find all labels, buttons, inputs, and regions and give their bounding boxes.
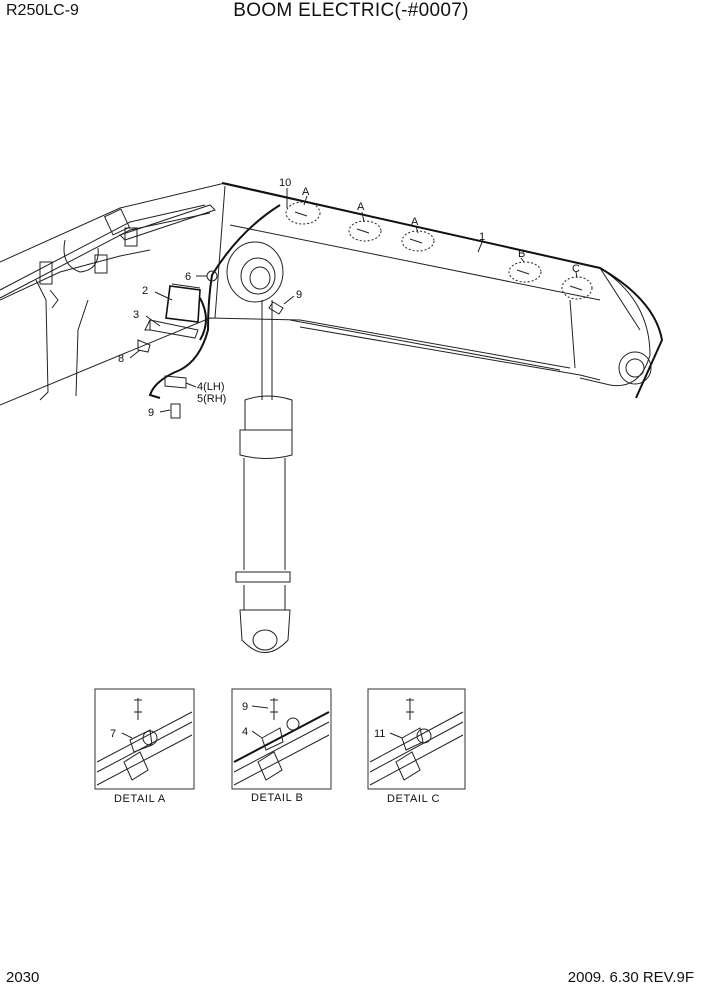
page-number: 2030 <box>6 969 40 986</box>
detail-b-caption: DETAIL B <box>251 792 303 804</box>
boom-structure <box>0 182 652 406</box>
callout-3: 3 <box>133 309 139 321</box>
leader-lines <box>129 188 578 413</box>
detail-a-part: 7 <box>110 728 116 740</box>
wire-harness <box>148 182 664 399</box>
work-lamp-assembly <box>137 270 284 419</box>
detail-a-caption: DETAIL A <box>114 793 166 805</box>
model-code: R250LC-9 <box>6 2 79 19</box>
detail-a: 7 <box>94 688 195 790</box>
callout-5-rh: 5(RH) <box>197 393 226 405</box>
detail-c-part: 11 <box>374 728 385 740</box>
callout-a-1: A <box>302 186 310 198</box>
page-title: BOOM ELECTRIC(-#0007) <box>233 0 469 21</box>
callout-2: 2 <box>142 285 148 297</box>
callout-4-lh: 4(LH) <box>197 381 225 393</box>
detail-c-caption: DETAIL C <box>387 793 440 805</box>
callout-8: 8 <box>118 353 124 365</box>
detail-c: 11 <box>367 688 466 790</box>
detail-b-part-top: 9 <box>242 701 248 713</box>
detail-b-part: 4 <box>242 726 248 738</box>
callout-a-3: A <box>411 216 419 228</box>
callout-9-lower: 9 <box>148 407 154 419</box>
callout-6: 6 <box>185 271 191 283</box>
callout-9-upper: 9 <box>296 289 302 301</box>
harness-clamps <box>285 201 593 300</box>
callout-1: 1 <box>479 231 485 243</box>
callout-10: 10 <box>279 177 291 189</box>
detail-b: 9 4 <box>231 688 332 790</box>
callout-b: B <box>518 248 525 260</box>
callout-c: C <box>572 263 580 275</box>
callout-a-2: A <box>357 201 365 213</box>
revision-date: 2009. 6.30 REV.9F <box>567 969 694 986</box>
boom-cylinder <box>235 300 293 653</box>
